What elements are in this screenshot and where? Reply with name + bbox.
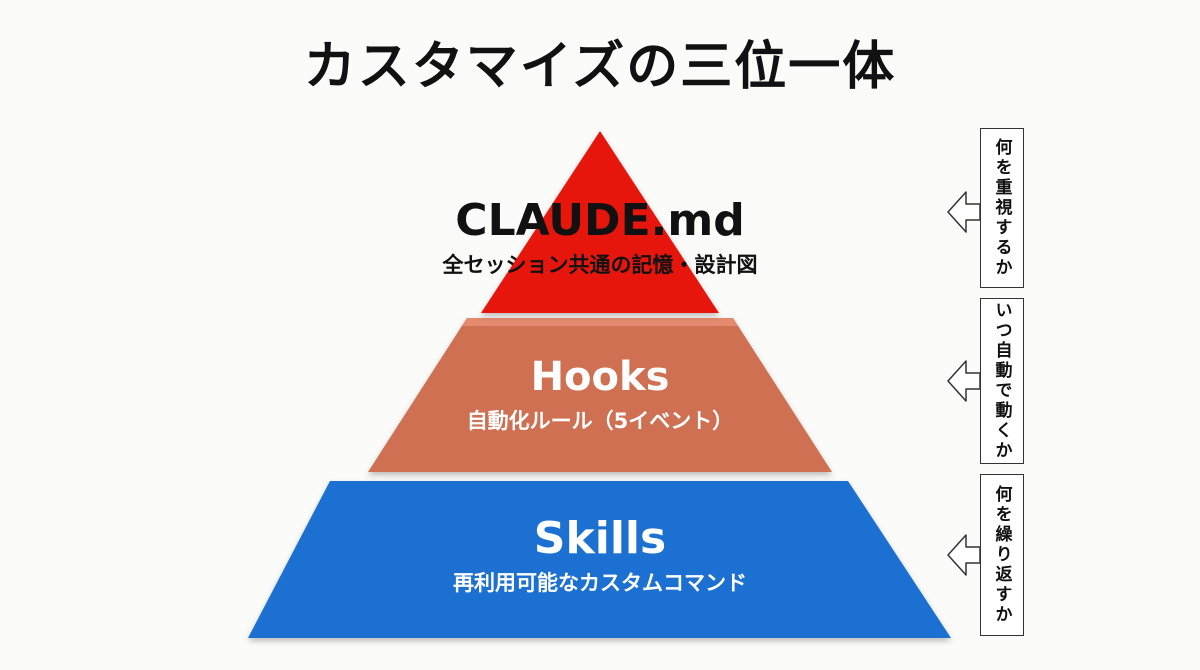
side-label-claude: 何を重視するか bbox=[980, 128, 1024, 288]
side-label-skills: 何を繰り返すか bbox=[980, 474, 1024, 636]
page-title: カスタマイズの三位一体 bbox=[303, 37, 897, 97]
side-label-claude-text: 何を重視するか bbox=[991, 138, 1012, 278]
tier-hooks: Hooks 自動化ルール（5イベント） bbox=[400, 352, 800, 436]
tier-skills-name: Skills bbox=[533, 513, 667, 564]
tier-hooks-shape bbox=[368, 318, 832, 472]
tier-claude-name: CLAUDE.md bbox=[455, 195, 745, 246]
side-label-skills-text: 何を繰り返すか bbox=[991, 485, 1012, 625]
tier-claude-shape bbox=[481, 131, 719, 313]
side-label-hooks: いつ自動で動くか bbox=[980, 298, 1024, 464]
arrow-1-icon bbox=[947, 191, 981, 233]
tier-hooks-description: 自動化ルール（5イベント） bbox=[466, 409, 734, 433]
tier-skills-description: 再利用可能なカスタムコマンド bbox=[453, 571, 747, 595]
tier-claude-description: 全セッション共通の記憶・設計図 bbox=[442, 253, 758, 277]
arrow-3-icon bbox=[947, 534, 981, 576]
tier-hooks-top-bevel bbox=[462, 318, 738, 326]
tier-claude: CLAUDE.md 全セッション共通の記憶・設計図 bbox=[350, 196, 850, 280]
tier-skills-shape bbox=[248, 481, 951, 638]
tier-skills: Skills 再利用可能なカスタムコマンド bbox=[350, 514, 850, 598]
arrow-2-icon bbox=[947, 360, 981, 402]
tier-hooks-name: Hooks bbox=[530, 354, 670, 400]
side-label-hooks-text: いつ自動で動くか bbox=[991, 301, 1012, 461]
